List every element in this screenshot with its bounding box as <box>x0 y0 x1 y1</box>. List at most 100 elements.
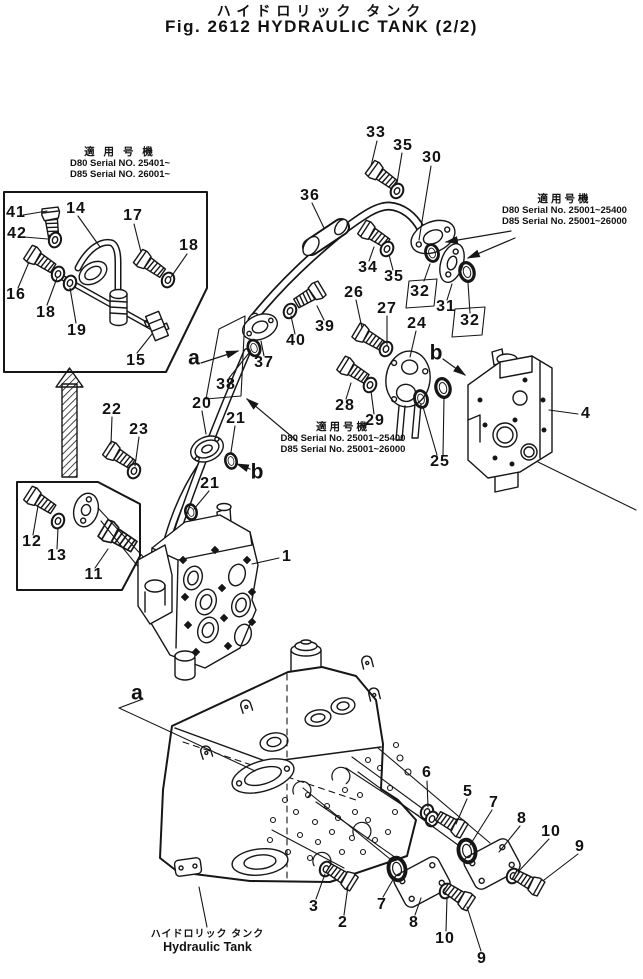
callout-15-37: 15 <box>126 352 146 369</box>
fitting-body-14 <box>109 288 128 327</box>
note-header: 適 用 号 機 <box>84 146 156 158</box>
note-serial-line: D85 Serial NO. 26001~ <box>69 169 171 180</box>
callout-17-32: 17 <box>123 207 143 224</box>
callout-31-7: 31 <box>436 298 456 315</box>
callout-5-43: 5 <box>463 783 473 800</box>
callout-b-26: b <box>250 460 264 484</box>
label-box-32b <box>451 306 486 338</box>
washer-40 <box>280 300 300 322</box>
callout-25-14: 25 <box>430 453 450 470</box>
callout-30-2: 30 <box>422 149 442 166</box>
sleeve-36 <box>302 235 320 257</box>
applicability-note-middle: 適用号機 D80 Serial No. 25001~25400 D85 Seri… <box>258 421 428 456</box>
callout-6-42: 6 <box>422 764 432 781</box>
callout-8-51: 8 <box>409 914 419 931</box>
callout-36-3: 36 <box>300 187 320 204</box>
callout-9-47: 9 <box>575 838 585 855</box>
clamp-15 <box>143 310 170 342</box>
tank-bolt-holes <box>266 741 412 862</box>
flange-plate-11 <box>72 492 100 528</box>
callout-35-5: 35 <box>384 268 404 285</box>
callout-10-52: 10 <box>435 930 455 947</box>
callout-7-50: 7 <box>377 896 387 913</box>
callout-26-9: 26 <box>344 284 364 301</box>
note-header: 適用号機 <box>316 421 370 433</box>
cover-plate-8 <box>393 856 451 908</box>
callout-21-23: 21 <box>226 410 246 427</box>
callout-a-41: a <box>131 681 143 705</box>
applicability-note-right: 適用号機 D80 Serial No. 25001~25400 D85 Seri… <box>482 193 643 228</box>
valve-bracket <box>137 544 173 625</box>
callout-19-36: 19 <box>67 322 87 339</box>
valve-flange-24 <box>385 350 431 441</box>
callout-3-48: 3 <box>309 898 319 915</box>
bolt-39 <box>290 279 328 312</box>
callout-2-49: 2 <box>338 914 348 931</box>
callout-11-40: 11 <box>84 566 104 583</box>
tank-bottom-port <box>231 848 289 876</box>
bolt-12 <box>22 484 59 518</box>
leader-lines <box>17 140 579 952</box>
washer-13 <box>48 510 68 532</box>
inset-box-late-serial <box>3 191 208 373</box>
callout-9-53: 9 <box>477 950 487 967</box>
callout-20-22: 20 <box>192 395 212 412</box>
tank-mount-tab <box>173 857 203 877</box>
callout-29-13: 29 <box>365 412 385 429</box>
inset-box-sensor <box>16 481 149 591</box>
note-serial-line: D85 Serial No. 25001~26000 <box>280 444 406 455</box>
control-valve-assembly-1 <box>137 502 259 681</box>
filler-neck <box>290 639 322 672</box>
callout-33-0: 33 <box>366 124 386 141</box>
tank-caption-en: Hydraulic Tank <box>163 940 252 954</box>
elbow-flange-20 <box>190 435 224 463</box>
callout-39-17: 39 <box>315 318 335 335</box>
callout-7-44: 7 <box>489 794 499 811</box>
callout-41-29: 41 <box>6 204 26 221</box>
callout-32-8: 32 <box>460 312 480 329</box>
reference-arrow-up <box>55 367 84 478</box>
callout-35-1: 35 <box>393 137 413 154</box>
oring-25b <box>432 375 454 401</box>
note-serial-line: D80 Serial NO. 25401~ <box>69 158 171 169</box>
callout-13-39: 13 <box>47 547 67 564</box>
callout-37-19: 37 <box>254 354 274 371</box>
callout-18-33: 18 <box>179 237 199 254</box>
callout-a-20: a <box>188 346 200 370</box>
callout-14-31: 14 <box>66 200 86 217</box>
note-serial-line: D80 Serial No. 25001~25400 <box>280 433 406 444</box>
callout-4-16: 4 <box>581 405 591 422</box>
note-serial-line: D80 Serial No. 25001~25400 <box>502 205 627 216</box>
callout-22-24: 22 <box>102 401 122 418</box>
callout-1-28: 1 <box>282 548 292 565</box>
page-title-en: Fig. 2612 HYDRAULIC TANK (2/2) <box>165 17 478 36</box>
valve-block-4 <box>467 348 637 511</box>
callout-38-21: 38 <box>216 376 236 393</box>
oring-21 <box>222 451 240 471</box>
panel-38 <box>205 315 246 400</box>
callout-21-27: 21 <box>200 475 220 492</box>
callout-27-10: 27 <box>377 300 397 317</box>
tank-caption: ハイドロリック タンク Hydraulic Tank <box>140 929 275 953</box>
reference-arrows <box>200 230 516 472</box>
label-box-32 <box>405 278 438 309</box>
applicability-note-top-left: 適 用 号 機 D80 Serial NO. 25401~ D85 Serial… <box>30 146 210 181</box>
callout-12-38: 12 <box>22 533 42 550</box>
callout-32-6: 32 <box>410 283 430 300</box>
callout-23-25: 23 <box>129 421 149 438</box>
callout-10-46: 10 <box>541 823 561 840</box>
valve-ports <box>182 563 253 647</box>
oring-32b <box>456 259 478 285</box>
bolt-5 <box>432 807 470 840</box>
callout-18-35: 18 <box>36 304 56 321</box>
note-header: 適用号機 <box>537 193 592 205</box>
callout-28-12: 28 <box>335 397 355 414</box>
callout-8-45: 8 <box>517 810 527 827</box>
callout-34-4: 34 <box>358 259 378 276</box>
callout-40-18: 40 <box>286 332 306 349</box>
callout-16-34: 16 <box>6 286 26 303</box>
tank-caption-ja: ハイドロリック タンク <box>150 929 265 940</box>
pipe-flange-37 <box>242 313 278 341</box>
